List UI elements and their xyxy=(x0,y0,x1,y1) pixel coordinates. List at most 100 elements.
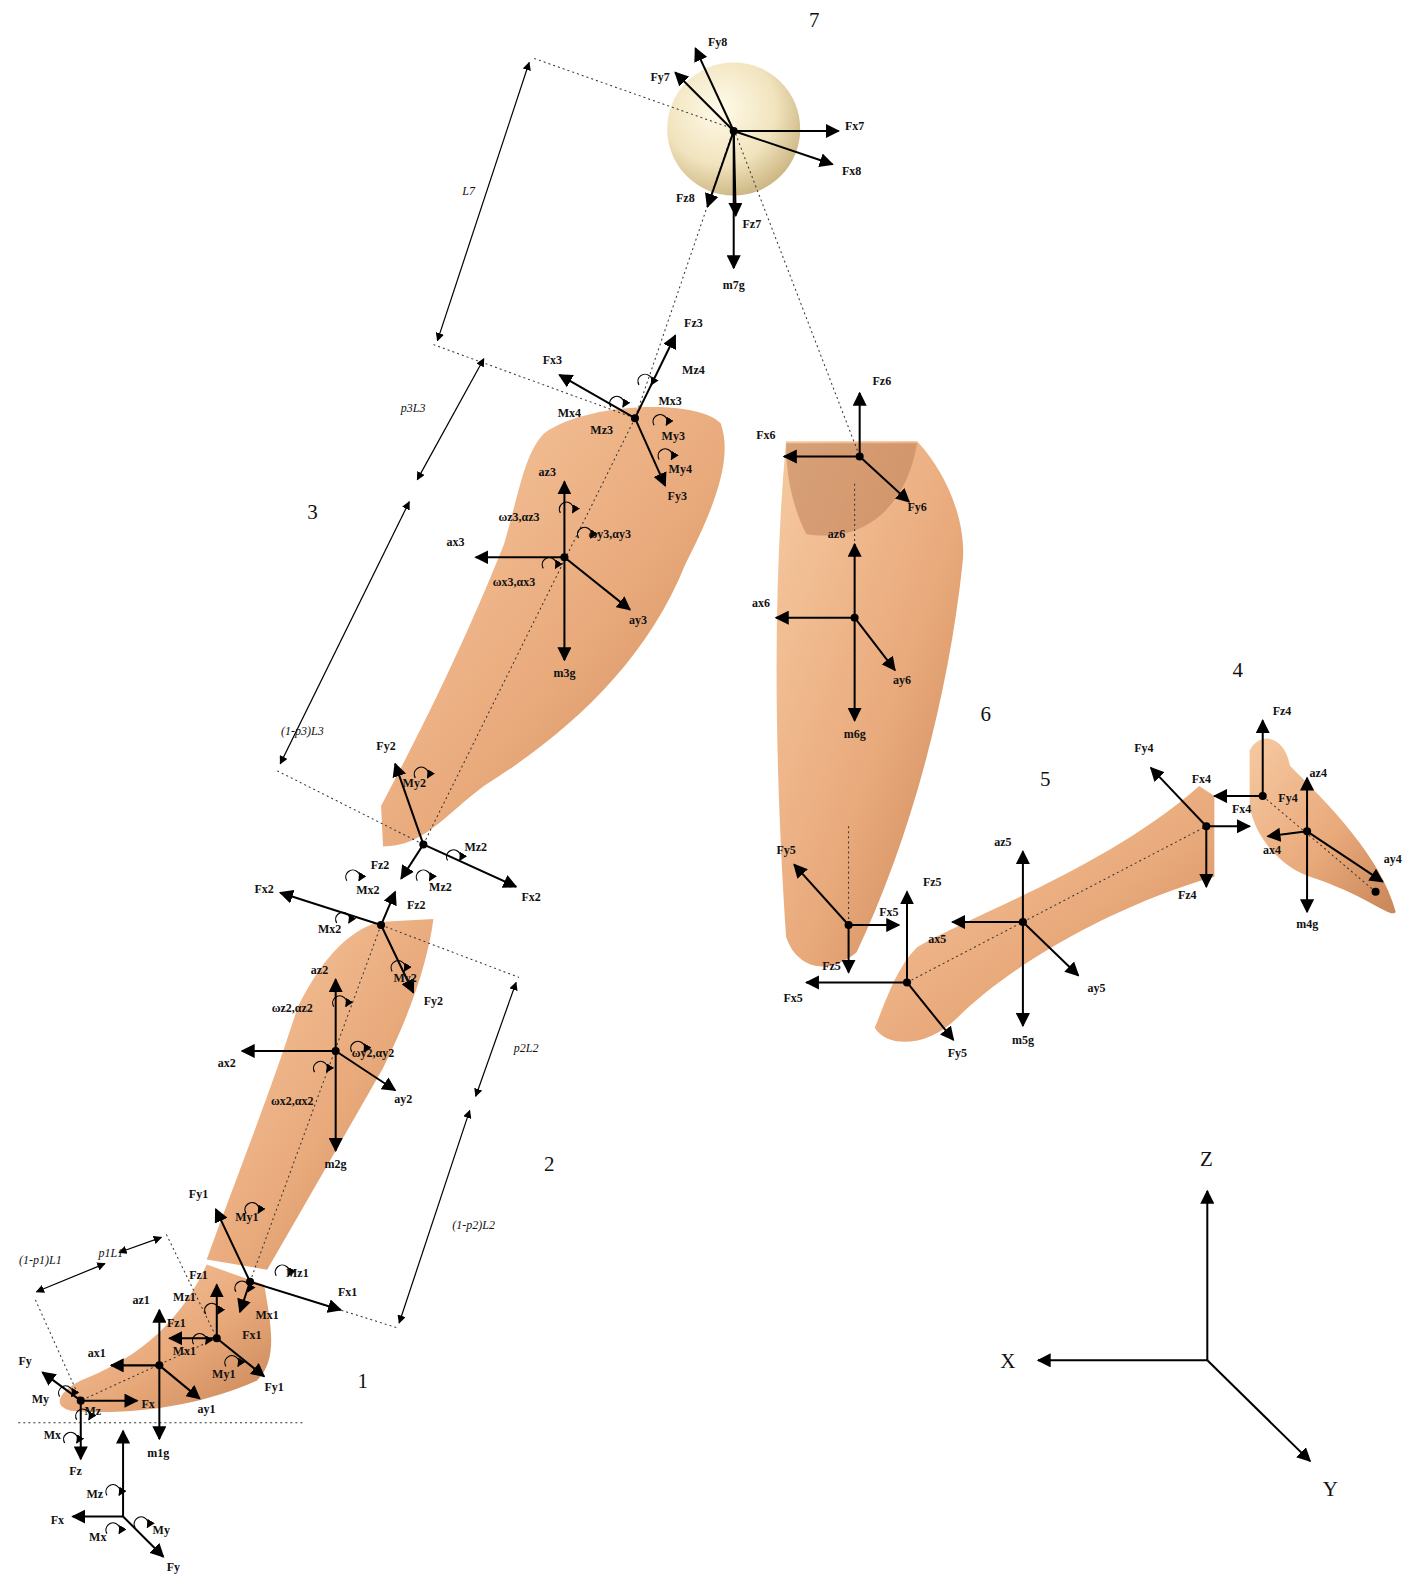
vector-label: Fx1 xyxy=(242,1329,261,1341)
force-arrow xyxy=(733,131,735,268)
joint-dot xyxy=(332,1047,340,1055)
force-arrow xyxy=(1206,825,1249,827)
vector-label: Mx4 xyxy=(558,407,581,419)
vector-label: m2g xyxy=(325,1158,347,1170)
moment-arc xyxy=(658,449,672,460)
vector-label: Fx5 xyxy=(784,992,803,1004)
vector-label: Fz7 xyxy=(743,218,762,230)
moment-arcs xyxy=(59,374,673,1533)
foot-4 xyxy=(1250,739,1396,914)
foot-1 xyxy=(60,1265,272,1412)
vector-label: m3g xyxy=(553,667,575,679)
vector-label: Fz4 xyxy=(1273,705,1292,717)
joint-dot xyxy=(77,1397,85,1405)
force-arrow xyxy=(734,131,833,164)
vector-label: Fy xyxy=(19,1355,32,1367)
moment-arc xyxy=(205,1303,219,1314)
vector-label: Mx1 xyxy=(255,1309,278,1321)
vector-label: Mx2 xyxy=(356,884,379,896)
vector-label: Fx xyxy=(141,1398,154,1410)
segment-number: 1 xyxy=(358,1370,369,1391)
moment-arc xyxy=(225,1356,239,1367)
vector-label: Fz xyxy=(69,1465,82,1477)
vector-label: Fz2 xyxy=(371,859,390,871)
dimension-line xyxy=(476,982,516,1096)
vector-label: m1g xyxy=(147,1447,169,1459)
force-arrow xyxy=(675,73,733,131)
force-arrow xyxy=(81,1400,137,1402)
force-arrow xyxy=(1205,826,1207,886)
vector-label: Fy2 xyxy=(376,740,395,752)
force-arrow xyxy=(906,892,908,983)
dimension-line xyxy=(399,1110,470,1323)
force-arrow xyxy=(1268,831,1307,836)
moment-arc xyxy=(610,396,624,407)
force-arrows xyxy=(42,48,1382,1556)
force-arrow xyxy=(335,979,337,1051)
vector-label: ay4 xyxy=(1384,853,1402,865)
force-arrow xyxy=(635,418,665,486)
moment-arc xyxy=(542,558,556,569)
vector-label: ωx2,αx2 xyxy=(271,1095,313,1107)
force-arrow xyxy=(1207,1360,1310,1461)
force-arrow xyxy=(381,892,395,925)
vector-label: Fz3 xyxy=(684,317,703,329)
vector-label: Mz2 xyxy=(464,841,487,853)
joint-dot xyxy=(903,978,911,986)
vector-label: ax5 xyxy=(928,933,946,945)
vector-label: ax4 xyxy=(1263,844,1281,856)
moment-arc xyxy=(64,1432,78,1443)
vector-label: Mz1 xyxy=(286,1267,309,1279)
vector-label: Fy4 xyxy=(1278,792,1297,804)
force-arrow xyxy=(794,865,848,925)
dimension-line xyxy=(437,62,529,340)
force-arrow xyxy=(401,844,423,878)
vector-label: ay6 xyxy=(893,674,911,686)
force-arrow xyxy=(111,1364,159,1366)
joint-dot xyxy=(631,414,639,422)
joint-dots xyxy=(77,127,1380,1405)
dimension-label: (1-p3)L3 xyxy=(281,725,324,737)
force-arrow xyxy=(848,925,850,972)
vector-label: m6g xyxy=(844,728,866,740)
vector-label: Fy1 xyxy=(189,1188,208,1200)
segments xyxy=(60,62,1396,1411)
dimension-label: p2L2 xyxy=(514,1042,539,1054)
vector-label: My xyxy=(153,1524,170,1536)
vector-label: ωz3,αz3 xyxy=(498,511,539,523)
segment-number: 6 xyxy=(980,703,991,724)
force-arrow xyxy=(159,1365,199,1398)
vector-label: Mx xyxy=(44,1429,61,1441)
vector-label: Fx6 xyxy=(756,429,775,441)
dimension-label: p3L3 xyxy=(401,402,426,414)
vector-label: Mx3 xyxy=(659,395,682,407)
vector-label: Fz5 xyxy=(923,876,942,888)
shank-5 xyxy=(875,786,1215,1042)
moment-arc xyxy=(106,1485,120,1496)
force-arrow xyxy=(242,1050,336,1052)
vector-label: ax6 xyxy=(752,597,770,609)
force-arrow xyxy=(859,393,861,456)
vector-label: Fz1 xyxy=(167,1317,186,1329)
thigh-6 xyxy=(777,441,964,966)
vector-label: Mz1 xyxy=(173,1291,196,1303)
vector-label: My2 xyxy=(393,972,416,984)
segment-number: 4 xyxy=(1232,660,1243,681)
vector-label: az1 xyxy=(132,1294,149,1306)
joint-dot xyxy=(213,1334,221,1342)
moment-arc xyxy=(346,870,360,881)
moment-arc xyxy=(314,1061,328,1072)
force-arrow xyxy=(776,617,855,619)
vector-label: My4 xyxy=(669,463,692,475)
joint-dot xyxy=(419,840,427,848)
shank-2 xyxy=(207,919,434,1270)
moment-arc xyxy=(559,502,573,513)
force-arrow xyxy=(952,921,1023,923)
vector-label: Fy5 xyxy=(948,1047,967,1059)
force-arrow xyxy=(806,981,907,983)
force-arrow xyxy=(855,618,895,670)
force-arrow xyxy=(563,557,565,660)
segment-number: 3 xyxy=(307,501,318,522)
vector-label: ωz2,αz2 xyxy=(272,1002,313,1014)
vector-label: az3 xyxy=(539,466,556,478)
